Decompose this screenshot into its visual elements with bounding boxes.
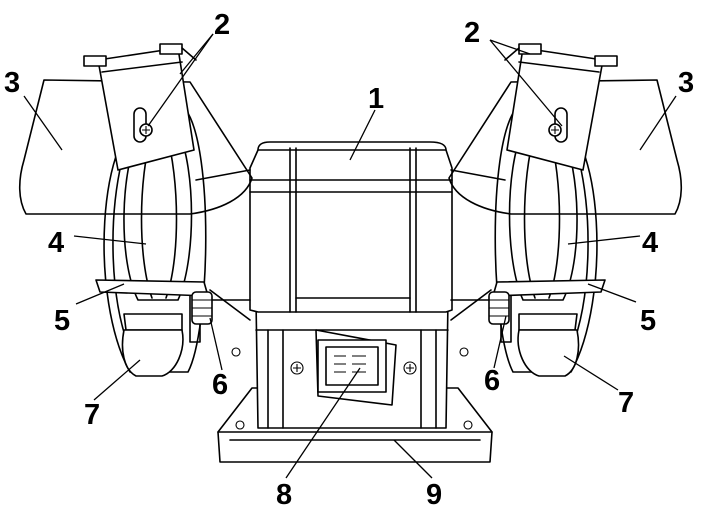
left-wheel-assembly: [18, 43, 253, 377]
callout-4-left-label: 4: [48, 227, 64, 259]
callout-7-left-label: 7: [84, 399, 100, 431]
callout-6-right-label: 6: [484, 365, 500, 397]
callout-9-label: 9: [426, 479, 442, 511]
motor-housing: [249, 141, 453, 313]
callout-labels: 1 2 2 3 3 4 4 5 5 6 6 7 7 8 9: [4, 9, 694, 511]
callout-1-label: 1: [368, 83, 384, 115]
callout-3-left-label: 3: [4, 67, 20, 99]
callout-2-right-label: 2: [464, 17, 480, 49]
callout-2-left-label: 2: [214, 9, 230, 41]
callout-7-right-label: 7: [618, 387, 634, 419]
right-wheel-assembly: [448, 43, 683, 377]
callout-6-left-label: 6: [212, 369, 228, 401]
callout-3-right-label: 3: [678, 67, 694, 99]
power-switch: [315, 329, 397, 406]
callout-8-label: 8: [276, 479, 292, 511]
leader-lines: [23, 33, 677, 479]
callout-5-right-label: 5: [640, 305, 656, 337]
callout-5-left-label: 5: [54, 305, 70, 337]
callout-4-right-label: 4: [642, 227, 658, 259]
